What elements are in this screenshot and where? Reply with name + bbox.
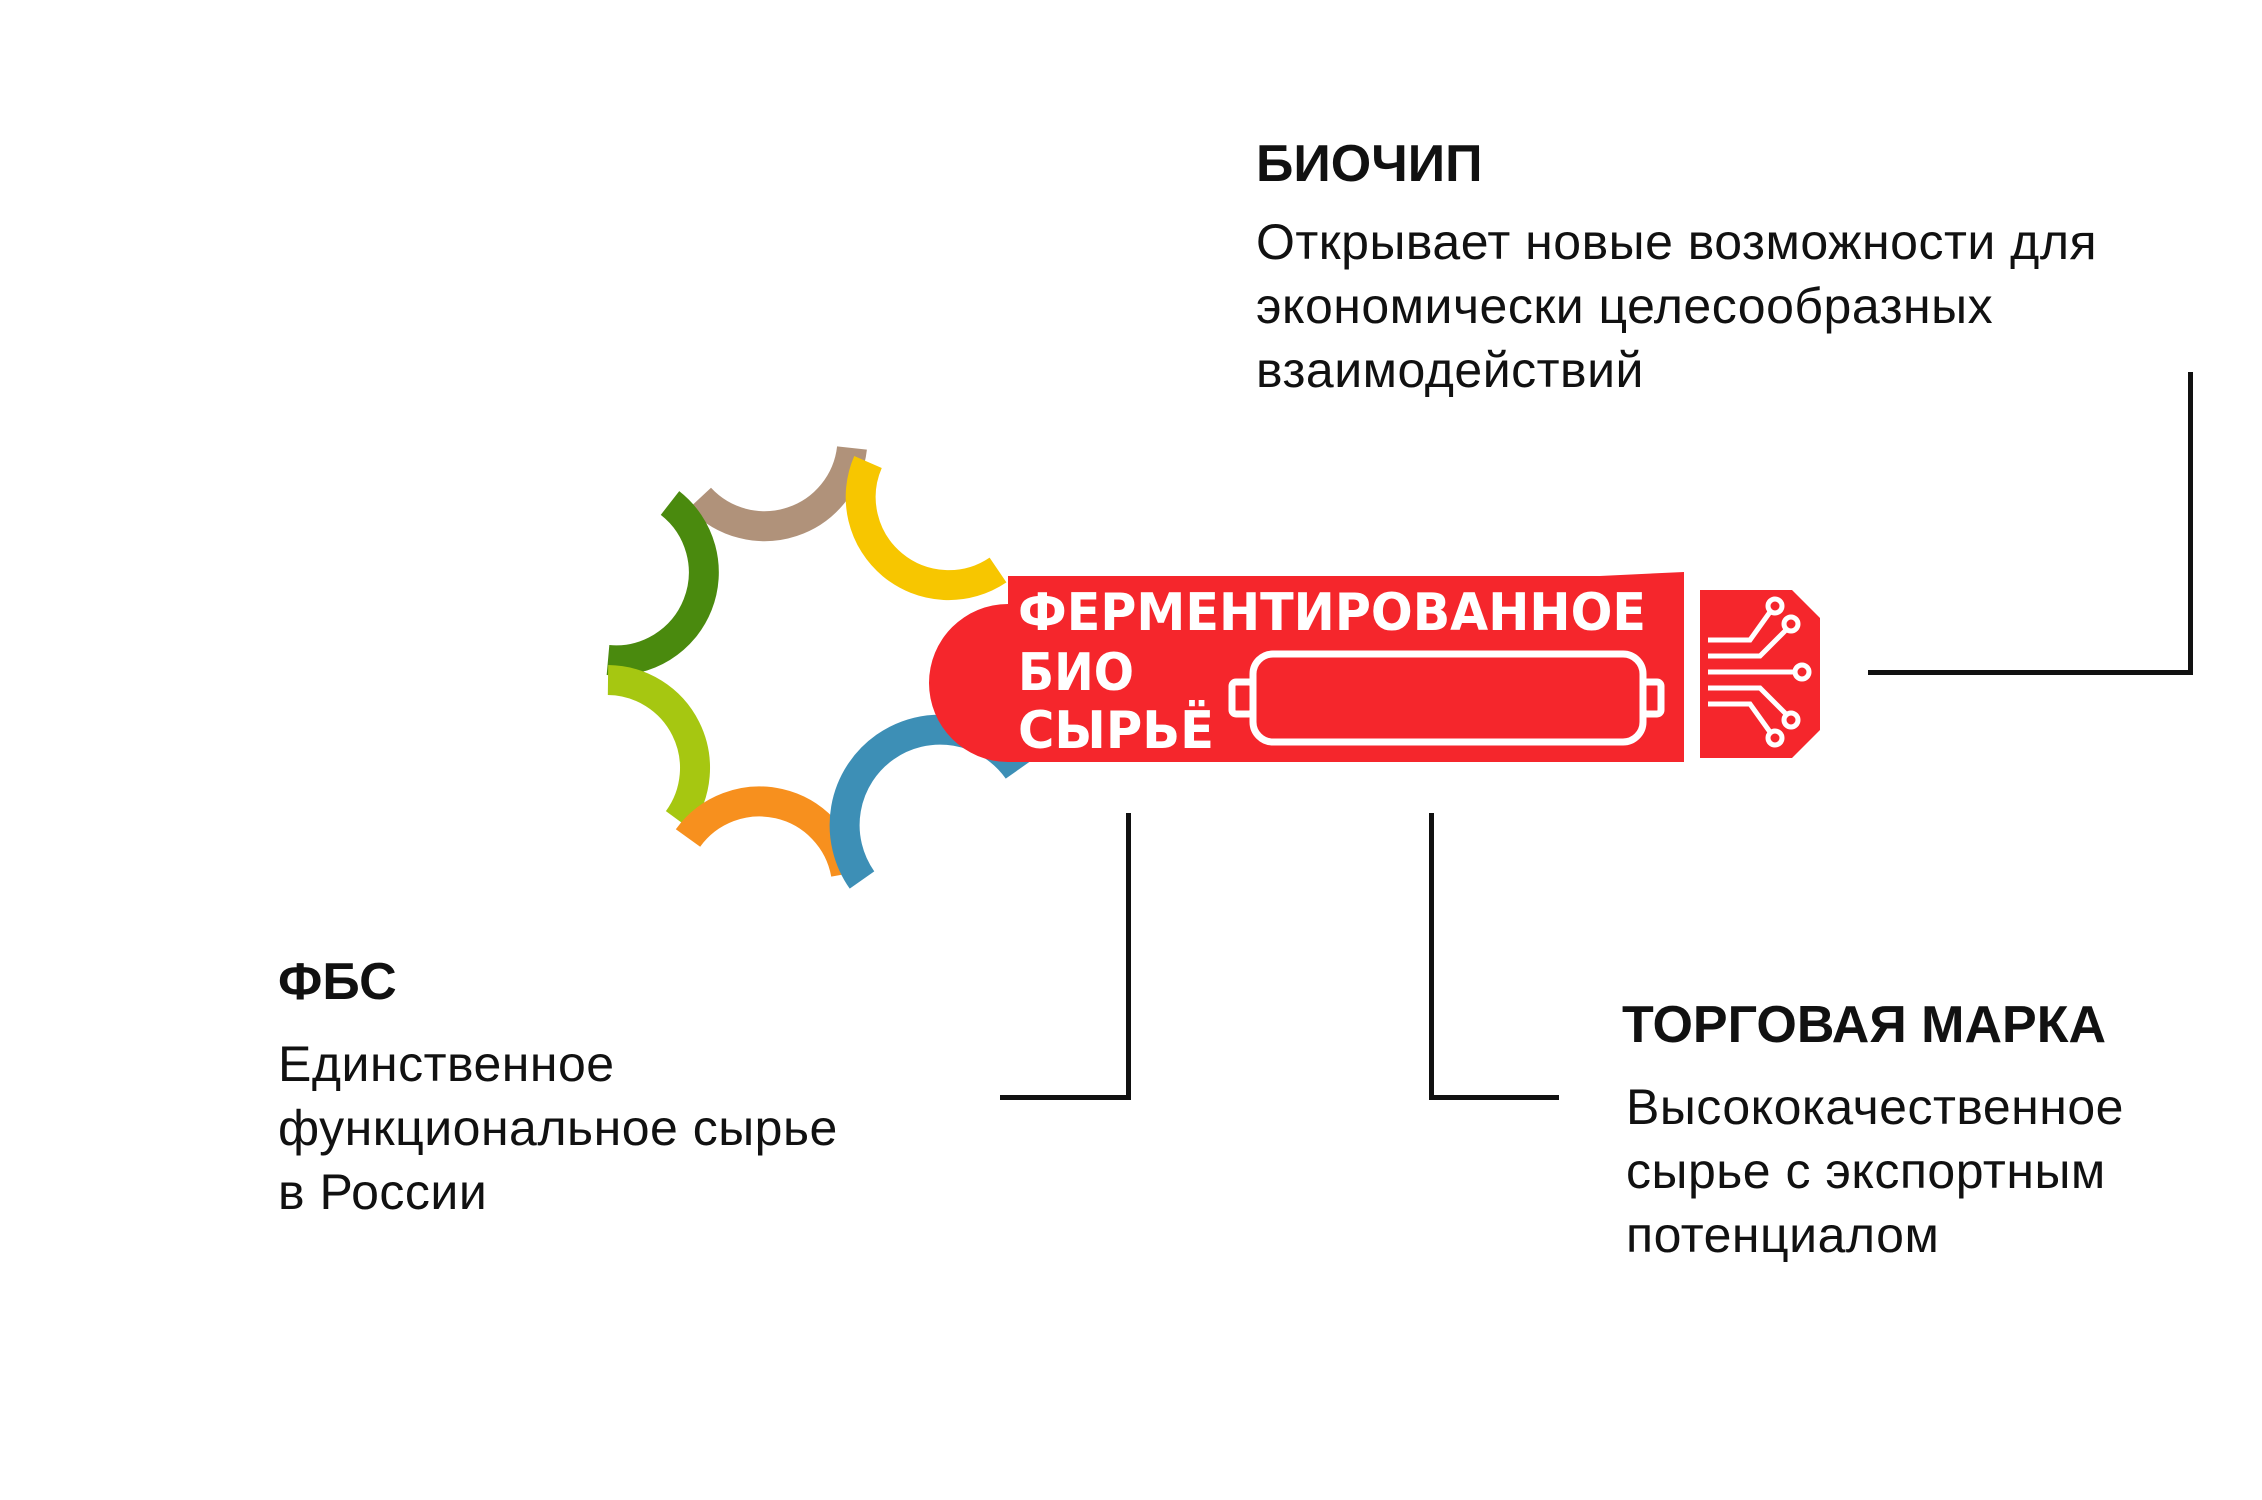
connector-trademark-vertical	[1429, 813, 1434, 1100]
fbs-title: ФБС	[278, 953, 397, 1011]
fbs-line: в России	[278, 1164, 488, 1220]
fbs-line: функциональное сырье	[278, 1100, 838, 1156]
connector-biochip-vertical	[2188, 372, 2193, 674]
logo-text-line2: БИО	[1018, 643, 1134, 703]
biochip-line: Открывает новые возможности для	[1256, 214, 2098, 270]
battery-icon	[1228, 650, 1665, 746]
gear-arc-brown	[689, 445, 867, 542]
fbs-description: Единственное функциональное сырье в Росс…	[278, 1032, 978, 1224]
connector-trademark-horizontal	[1429, 1095, 1559, 1100]
gear-arc-light-green	[607, 665, 710, 829]
trademark-line: сырье с экспортным	[1626, 1143, 2106, 1199]
biochip-title: БИОЧИП	[1256, 135, 1483, 193]
logo-capsule-body	[1008, 576, 1684, 762]
logo-text-line3: СЫРЬЁ	[1018, 700, 1214, 761]
gear-arc-orange	[675, 786, 861, 878]
connector-biochip-horizontal	[1868, 670, 2193, 675]
logo-text-line1: ФЕРМЕНТИРОВАННОЕ	[1018, 583, 1646, 643]
circuit-lines-icon	[1708, 596, 1812, 748]
connector-fbs-horizontal	[1000, 1095, 1131, 1100]
trademark-description: Высококачественное сырье с экспортным по…	[1626, 1075, 2242, 1267]
gear-arc-yellow	[845, 456, 1007, 601]
biochip-callout: БИОЧИП Открывает новые возможности для э…	[1256, 132, 2216, 402]
biochip-line: экономически целесообразных	[1256, 278, 1994, 334]
fbs-line: Единственное	[278, 1036, 615, 1092]
trademark-line: потенциалом	[1626, 1207, 1940, 1263]
connector-fbs-vertical	[1126, 813, 1131, 1100]
gear-arc-dark-green	[606, 491, 719, 676]
fbs-callout: ФБС Единственное функциональное сырье в …	[278, 950, 978, 1224]
trademark-title: ТОРГОВАЯ МАРКА	[1622, 996, 2107, 1054]
biochip-line: взаимодействий	[1256, 342, 1644, 398]
biochip-description: Открывает новые возможности для экономич…	[1256, 210, 2216, 402]
trademark-callout: ТОРГОВАЯ МАРКА Высококачественное сырье …	[1622, 993, 2242, 1267]
gear-arcs	[606, 445, 1031, 889]
trademark-line: Высококачественное	[1626, 1079, 2124, 1135]
